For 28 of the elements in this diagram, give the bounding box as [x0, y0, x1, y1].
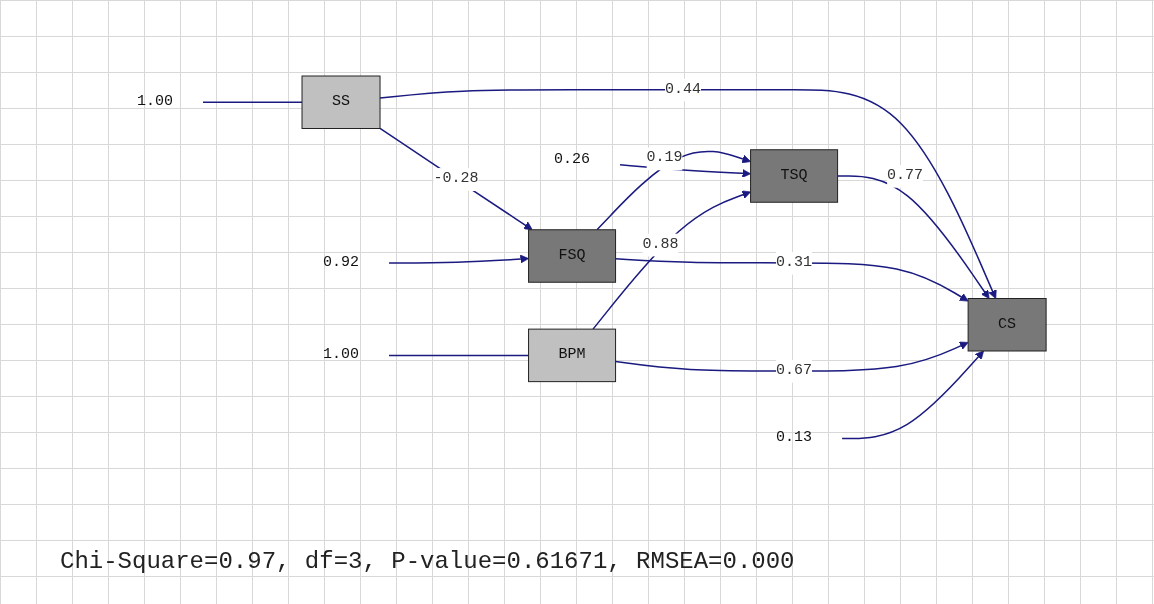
edge-label: 0.67 — [776, 361, 813, 379]
connector — [388, 354, 530, 356]
arrow — [615, 257, 969, 302]
node-box: SS — [301, 75, 381, 129]
edge-label: 0.77 — [887, 166, 924, 184]
arrow — [379, 88, 998, 299]
node-text: 1.00 — [137, 92, 174, 110]
arrow — [615, 341, 969, 372]
edge-label: 0.31 — [776, 253, 813, 271]
connector — [202, 101, 304, 103]
arrow — [841, 350, 985, 439]
edge-label: -0.28 — [433, 169, 479, 187]
node-text: 0.26 — [554, 150, 591, 168]
node-text: 0.92 — [323, 253, 360, 271]
edge-label: 0.88 — [642, 235, 679, 253]
node-text: 0.13 — [776, 428, 813, 446]
edge-label: 0.19 — [646, 149, 683, 167]
node-box: BPM — [528, 328, 617, 382]
arrow — [388, 254, 530, 264]
fit-statistics-caption: Chi-Square=0.97, df=3, P-value=0.61671, RMSEA=0.000 — [60, 548, 795, 575]
edge-label: 0.44 — [665, 80, 702, 98]
arrow — [592, 190, 752, 330]
arrow — [379, 127, 534, 230]
node-box: FSQ — [528, 228, 617, 283]
node-text: 1.00 — [323, 345, 360, 363]
node-box: CS — [968, 297, 1048, 352]
node-box: TSQ — [750, 148, 839, 203]
arrow — [837, 174, 990, 299]
